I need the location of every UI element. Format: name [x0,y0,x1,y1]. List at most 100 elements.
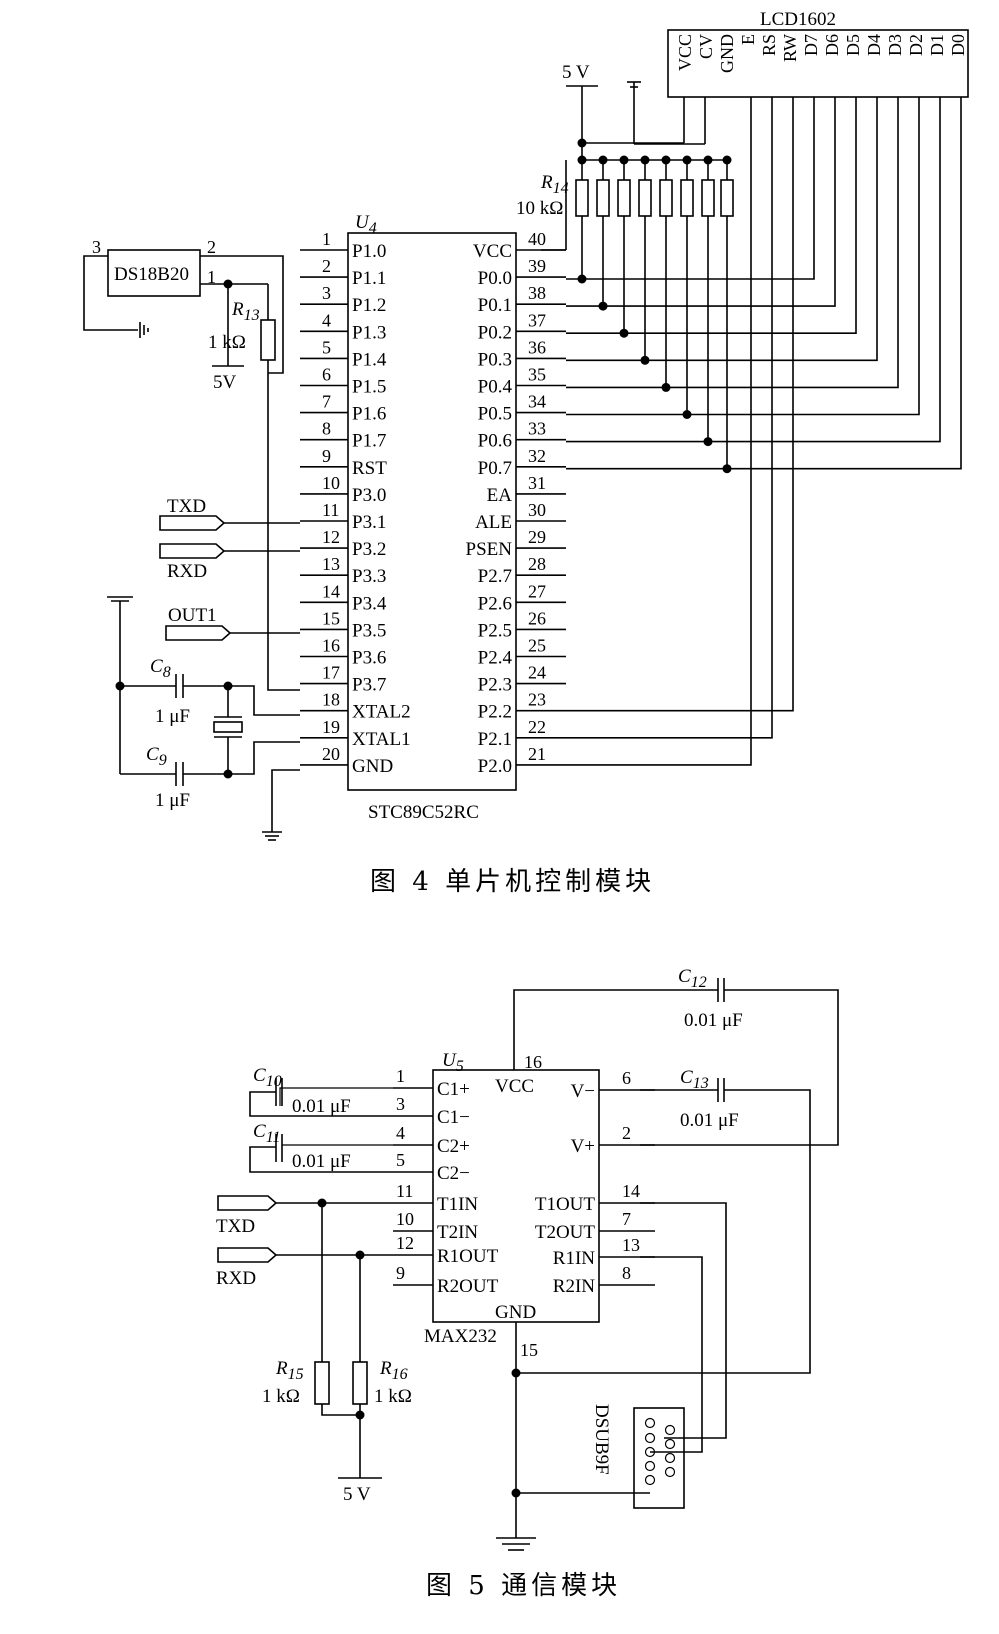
mcu-pin-name: P3.2 [352,539,386,560]
pullup-resistor [720,179,734,217]
vcc-5v-label: 5 V [562,62,590,83]
dsub9f-pin [644,1460,656,1472]
max232-pin-number: 12 [396,1233,414,1253]
ds18b20-pin3: 3 [92,237,101,257]
bus-wire [566,97,920,416]
max232-pin-name: V− [571,1081,595,1102]
crystal-body [213,721,243,733]
mcu-pin-number: 37 [528,310,546,330]
max232-pin-name: T1OUT [535,1194,596,1215]
mcu-pin-number: 3 [322,283,331,303]
r16-value: 1 kΩ [374,1386,412,1407]
r15-value: 1 kΩ [262,1386,300,1407]
mcu-pin-name: P2.2 [478,702,512,723]
dsub9f-pin [664,1452,676,1464]
xtal1-wire [228,741,300,775]
mcu-pin-number: 40 [528,229,546,249]
dsub9f-body [633,1407,685,1509]
mcu-pin-number: 39 [528,256,546,276]
figure-4: U4 STC89C52RC 1P1.02P1.13P1.24P1.35P1.46… [83,9,969,897]
mcu-pin-name: PSEN [466,539,513,560]
control-wire [566,97,773,739]
max232-pin-name: T2OUT [535,1222,596,1243]
rxd-label: RXD [167,561,207,582]
max232-pin-name: V+ [571,1136,595,1157]
max232-pin16: 16 [524,1052,542,1072]
figure-5: U5 MAX232 VCC GND 16 15 1C1+3C1−4C2+5C2−… [216,966,839,1601]
mcu-pin-name: P1.4 [352,349,387,370]
lcd-body [667,29,969,98]
mcu-pin-name: P0.2 [478,322,512,343]
c12-value: 0.01 μF [684,1010,743,1031]
lcd-pin-label: D4 [864,34,884,56]
mcu-pin-number: 31 [528,473,546,493]
dsub9f-pin [644,1417,656,1429]
mcu-pin-number: 10 [322,473,340,493]
r15-body [314,1361,330,1405]
c10-ref: C10 [253,1065,282,1090]
c11-value: 0.01 μF [292,1151,351,1172]
mcu-pin-name: P0.3 [478,349,512,370]
out1-connector [165,625,232,641]
bus-wire [566,97,899,389]
max232-gnd-label: GND [495,1302,536,1323]
mcu-pin-name: ALE [475,512,512,533]
mcu-pin-number: 32 [528,446,546,466]
mcu-pin-number: 25 [528,636,546,656]
mcu-pin-number: 21 [528,744,546,764]
c11-wire [249,1146,393,1173]
control-wire [566,97,794,712]
max232-pin-name: R2IN [553,1276,596,1297]
r16-ref: R16 [379,1358,408,1383]
mcu-part-label: STC89C52RC [368,802,479,823]
rxd-connector [217,1247,278,1263]
junction-dot [577,138,587,148]
figure-4-caption: 图 4 单片机控制模块 [370,867,655,897]
mcu-pin-number: 15 [322,608,340,628]
junction-dot [355,1410,365,1420]
mcu-pin-name: GND [352,756,393,777]
junction-dot [511,1368,521,1378]
lcd-pin-label: D0 [948,34,968,56]
txd-label: TXD [167,496,206,517]
mcu-pin-number: 13 [322,554,340,574]
ds18b20-pin2: 2 [207,237,216,257]
mcu-pin-number: 23 [528,690,546,710]
mcu-pin-number: 9 [322,446,331,466]
pullup-resistor [659,179,673,217]
c9-value: 1 μF [155,790,190,811]
mcu-pin-number: 17 [322,663,340,683]
c9-ref: C9 [146,744,167,769]
mcu-pin-number: 29 [528,527,546,547]
bus-wire [566,97,962,470]
pullup-resistor [617,179,631,217]
mcu-pin-number: 30 [528,500,546,520]
txd-connector [217,1195,278,1211]
mcu-pin-number: 7 [322,392,331,412]
lcd-pin-label: D5 [843,34,863,56]
mcu-pin-name: P0.0 [478,268,512,289]
mcu-pin-name: XTAL1 [352,729,411,750]
r15-ref: R15 [275,1358,304,1383]
max232-pin-number: 11 [396,1181,413,1201]
pullup-resistor [575,179,589,217]
mcu-pin-name: P3.5 [352,620,386,641]
mcu-pin-number: 8 [322,419,331,439]
mcu-pin-name: P0.6 [478,431,512,452]
mcu-pin-name: P2.5 [478,620,512,641]
lcd-pin-label: RS [759,34,779,56]
bus-wire [566,97,941,443]
txd-label: TXD [216,1216,255,1237]
mcu-pin-name: P1.6 [352,404,386,425]
mcu-pin-name: P0.1 [478,295,512,316]
mcu-pin-number: 35 [528,365,546,385]
lcd-pin-label: GND [717,34,737,73]
mcu-pin-number: 20 [322,744,340,764]
txd-connector [159,515,226,531]
max232-pin-number: 1 [396,1066,405,1086]
mcu-pin-name: P0.5 [478,404,512,425]
max232-pins: 1C1+3C1−4C2+5C2−11T1IN10T2IN12R1OUT9R2OU… [393,1066,655,1297]
max232-pin-name: C1− [437,1107,470,1128]
